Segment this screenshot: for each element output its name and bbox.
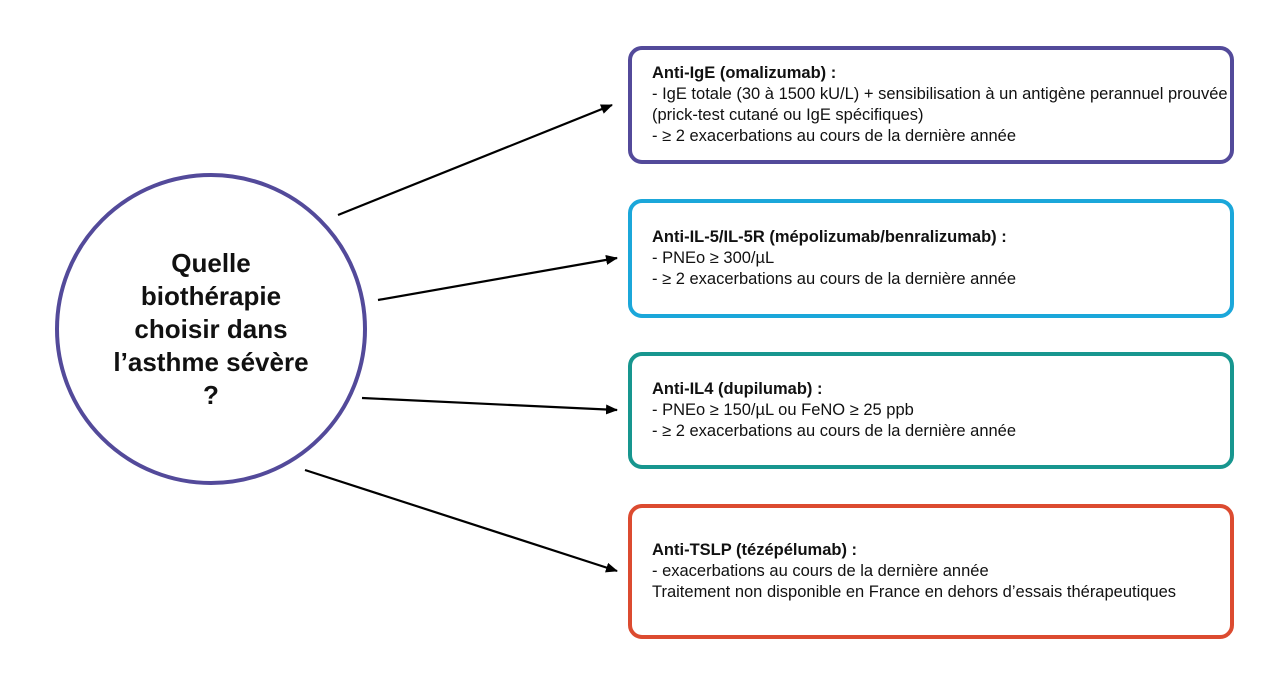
question-circle: Quelle biothérapie choisir dans l’asthme…: [55, 173, 367, 485]
option-line: - PNEo ≥ 150/µL ou FeNO ≥ 25 ppb: [652, 401, 914, 419]
arrow-anti-il5: [377, 254, 618, 302]
option-title: Anti-IL4 (dupilumab) :: [652, 380, 823, 398]
option-box-anti-il5: Anti-IL-5/IL-5R (mépolizumab/benralizuma…: [628, 199, 1234, 318]
option-box-anti-ige: Anti-IgE (omalizumab) : - IgE totale (30…: [628, 46, 1234, 164]
option-line: - PNEo ≥ 300/µL: [652, 249, 775, 267]
option-line: - exacerbations au cours de la dernière …: [652, 562, 989, 580]
option-line: - ≥ 2 exacerbations au cours de la derni…: [652, 422, 1017, 440]
option-box-anti-il4: Anti-IL4 (dupilumab) : - PNEo ≥ 150/µL o…: [628, 352, 1234, 469]
option-title: Anti-IgE (omalizumab) :: [652, 64, 837, 82]
arrow-anti-ige: [337, 103, 613, 217]
question-text: Quelle biothérapie choisir dans l’asthme…: [113, 247, 309, 410]
arrow-anti-il4: [361, 396, 618, 415]
option-line: Traitement non disponible en France en d…: [652, 583, 1177, 601]
option-line: - ≥ 2 exacerbations au cours de la derni…: [652, 270, 1017, 288]
option-line: - IgE totale (30 à 1500 kU/L) + sensibil…: [652, 85, 1228, 124]
option-title: Anti-IL-5/IL-5R (mépolizumab/benralizuma…: [652, 228, 1007, 246]
option-line: - ≥ 2 exacerbations au cours de la derni…: [652, 127, 1017, 145]
option-box-anti-tslp: Anti-TSLP (tézépélumab) : - exacerbation…: [628, 504, 1234, 639]
option-title: Anti-TSLP (tézépélumab) :: [652, 541, 858, 559]
arrow-anti-tslp: [304, 468, 618, 573]
